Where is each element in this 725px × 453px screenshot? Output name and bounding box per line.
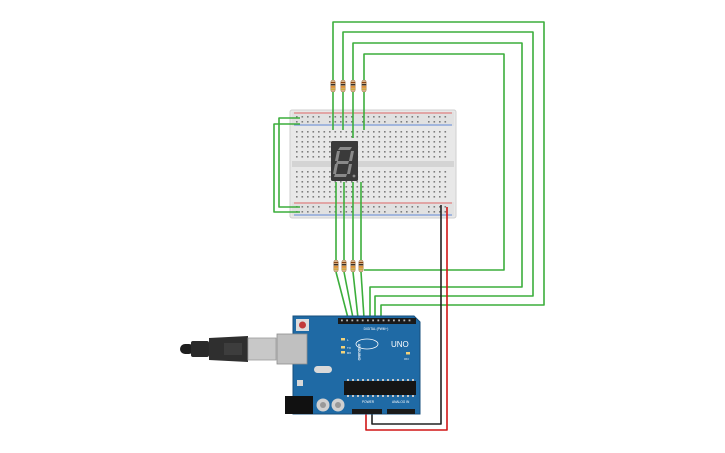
digital-header-label: DIGITAL (PWM~) (364, 327, 389, 331)
power-header[interactable] (352, 409, 382, 414)
wire-r6-bot[interactable] (343, 271, 354, 319)
led-l-label: L (347, 338, 349, 342)
wire-r7-bot[interactable] (352, 271, 359, 319)
wire-loop-1[interactable] (332, 21, 545, 318)
usb-b-jack (276, 333, 308, 365)
arduino-uno-board[interactable]: DIGITAL (PWM~) ARDUINO UNO L TX RX ON PO… (276, 315, 421, 415)
resistor-group-top (330, 79, 367, 93)
wire-loop-4[interactable] (363, 53, 505, 271)
brand-label: ARDUINO (357, 344, 361, 361)
digital-header[interactable] (338, 318, 416, 324)
resistor[interactable] (361, 79, 367, 93)
on-label: ON (404, 357, 409, 361)
wire-loop-3[interactable] (352, 42, 523, 318)
wire-loop-2[interactable] (342, 31, 534, 318)
usb-plug-icon[interactable] (180, 336, 277, 362)
display-segments (333, 147, 356, 178)
analog-header[interactable] (387, 409, 415, 414)
seven-segment-display-icon[interactable]: 8 (0, 0, 358, 181)
wires (273, 21, 545, 431)
resistor[interactable] (358, 259, 364, 273)
resistor[interactable] (330, 79, 336, 93)
led-rx-label: RX (347, 351, 351, 355)
wire-left-loop-2[interactable] (273, 123, 300, 213)
resistor-group-bottom (333, 259, 364, 273)
dc-power-jack (285, 396, 313, 414)
wire-left-loop[interactable] (278, 117, 300, 208)
breadboard-holes (296, 116, 447, 213)
breadboard[interactable] (289, 109, 457, 219)
analog-header-label: ANALOG IN (392, 400, 410, 404)
wire-r8-bot[interactable] (360, 271, 365, 319)
model-label: UNO (391, 340, 409, 349)
wire-r5-bot[interactable] (335, 271, 349, 319)
atmega-chip-icon (344, 381, 416, 395)
resistor[interactable] (340, 79, 346, 93)
wire-5v-red[interactable] (365, 207, 448, 431)
power-header-label: POWER (362, 400, 375, 404)
resistor[interactable] (350, 259, 356, 273)
resistor[interactable] (350, 79, 356, 93)
wire-gnd-black[interactable] (371, 205, 442, 425)
resistor[interactable] (341, 259, 347, 273)
led-tx-label: TX (347, 346, 351, 350)
resistor[interactable] (333, 259, 339, 273)
